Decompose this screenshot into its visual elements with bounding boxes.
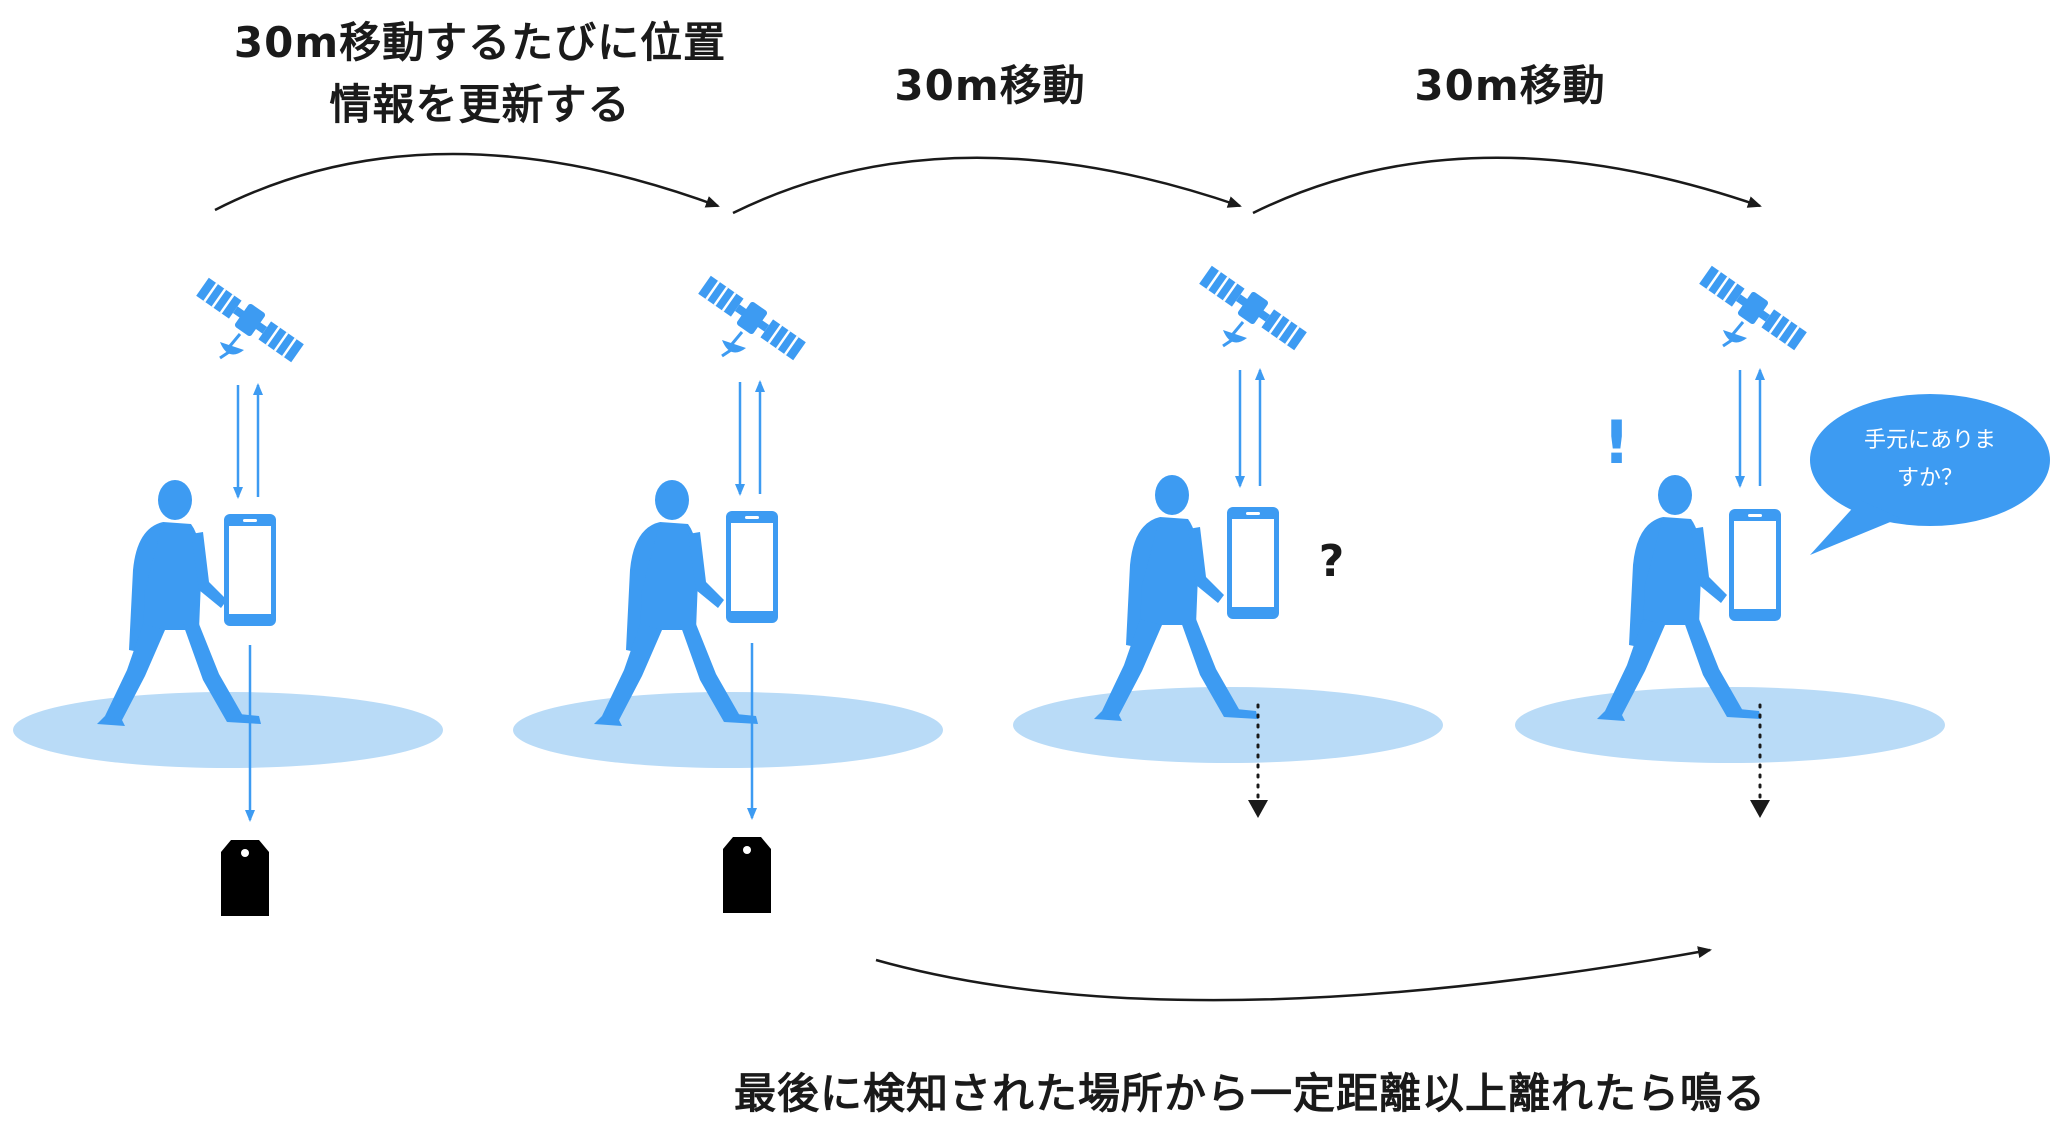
speech-bubble-text: 手元にありま すか？	[1830, 422, 2030, 498]
satellite-icon	[694, 271, 810, 365]
smartphone-icon	[726, 511, 778, 623]
dotted-arrow-head	[1750, 800, 1770, 818]
satellite-icon	[192, 273, 308, 367]
smartphone-icon	[1227, 507, 1279, 619]
move-arrow-2	[732, 156, 1242, 215]
smartphone-icon	[1729, 509, 1781, 621]
bottom-arrow	[875, 946, 1712, 1002]
dotted-arrow-head	[1248, 800, 1268, 818]
bottom-label: 最後に検知された場所から一定距離以上離れたら鳴る	[733, 1069, 1766, 1118]
move-arrow-1	[214, 152, 720, 212]
satellite-icon	[1695, 261, 1811, 355]
exclamation-mark: !	[1602, 408, 1632, 478]
step2-label: 30m移動	[894, 61, 1086, 110]
step3-label: 30m移動	[1414, 61, 1606, 110]
tag-icon	[221, 840, 269, 916]
step1-label-line2: 情報を更新する	[329, 80, 631, 129]
speech-bubble-icon	[1810, 394, 2050, 555]
smartphone-icon	[224, 514, 276, 626]
question-mark: ?	[1318, 536, 1346, 587]
step1-label-line1: 30m移動するたびに位置	[233, 18, 727, 67]
tag-icon	[723, 837, 771, 913]
step1-label: 30m移動するたびに位置 情報を更新する	[170, 12, 790, 136]
satellite-icon	[1195, 261, 1311, 355]
move-arrow-3	[1252, 156, 1762, 215]
speech-line1: 手元にありま	[1863, 428, 1996, 453]
speech-line2: すか？	[1896, 466, 1963, 491]
